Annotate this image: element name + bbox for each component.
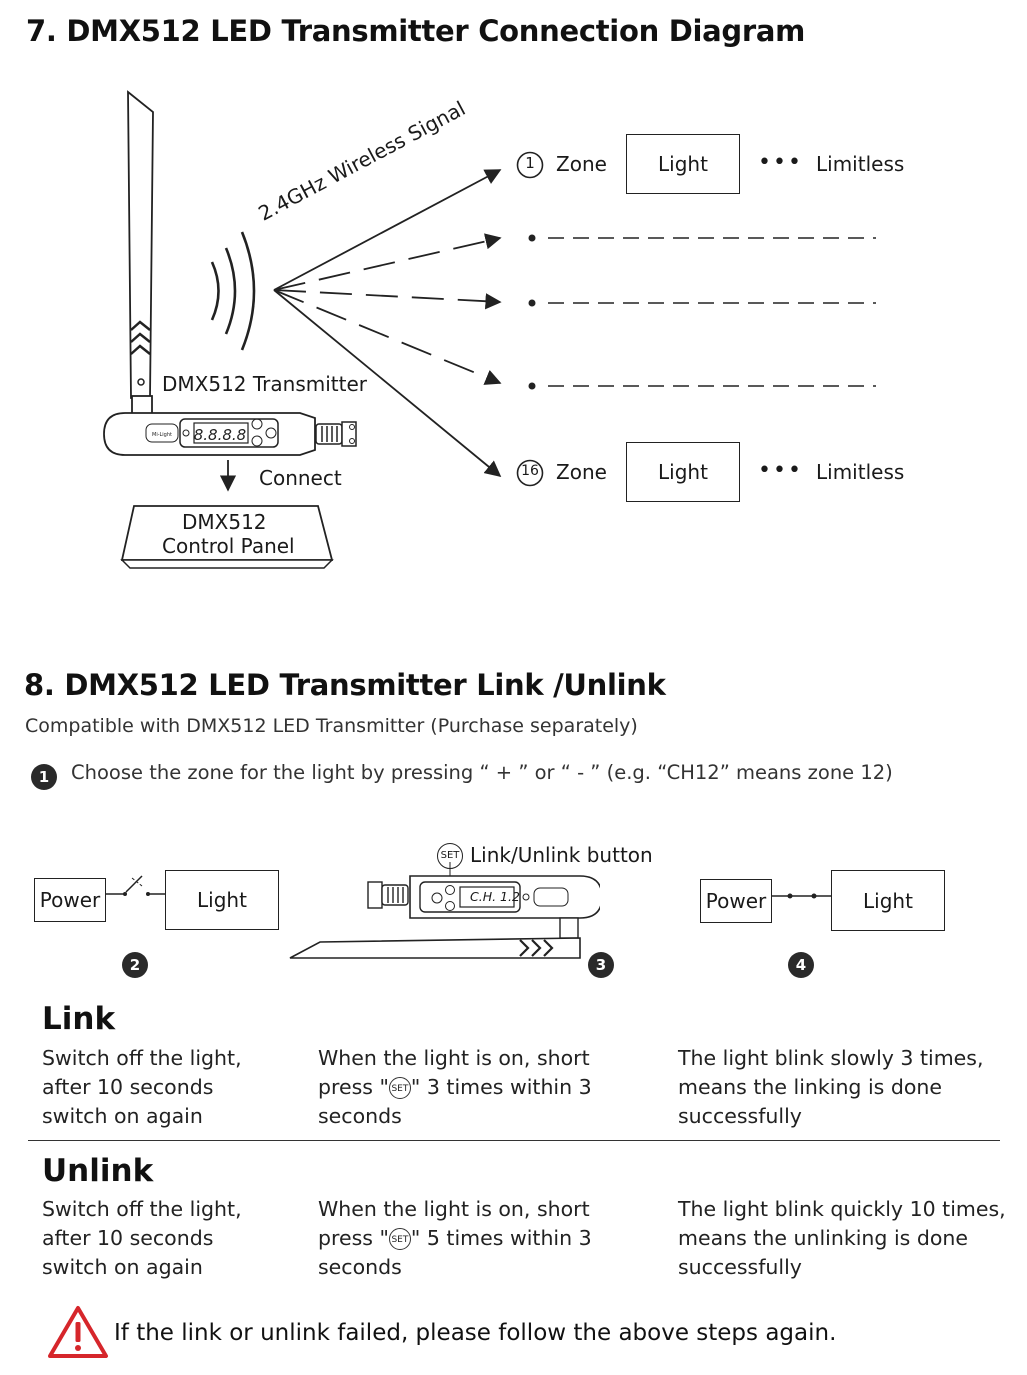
antenna-icon [127, 90, 154, 415]
link-col1-line1: Switch off the light, [42, 1046, 242, 1070]
unlink-col1-line1: Switch off the light, [42, 1197, 242, 1221]
unlink-col3-line2: means the unlinking is done [678, 1226, 969, 1250]
step-1-badge: 1 [31, 764, 57, 790]
step-4-light-label: Light [863, 888, 913, 913]
dmx-transmitter-icon: Mi-Light [103, 412, 357, 456]
unlink-col2-line2: press "SET" 5 times within 3 [318, 1224, 592, 1253]
link-col3-line1: The light blink slowly 3 times, [678, 1046, 984, 1070]
step-2-light-box: Light [165, 870, 279, 930]
step-2-badge: 2 [122, 952, 148, 978]
zone-1-dots: ••• [758, 150, 803, 175]
step-4-light-box: Light [831, 870, 945, 931]
link-press-suffix: " 3 times within 3 [410, 1075, 592, 1099]
control-panel-shape [120, 505, 334, 569]
section8-subtitle: Compatible with DMX512 LED Transmitter (… [25, 715, 638, 737]
link-col1: Switch off the light, after 10 seconds s… [42, 1044, 242, 1131]
link-col3-line2: means the linking is done [678, 1075, 943, 1099]
zone-16-label: Zone [556, 460, 607, 484]
unlink-col1: Switch off the light, after 10 seconds s… [42, 1195, 242, 1282]
link-unlink-button-label: Link/Unlink button [470, 843, 653, 867]
zone-16-dots: ••• [758, 458, 803, 483]
connect-label: Connect [259, 466, 342, 490]
closed-switch-icon [772, 893, 832, 899]
step-3-badge: 3 [588, 952, 614, 978]
step-4-power-box: Power [700, 879, 772, 923]
step-3-display-text: C.H. 1.2 [470, 889, 520, 904]
unlink-col2-line3: seconds [318, 1255, 402, 1279]
connection-diagram: Mi-Light 8.8.8.8 [103, 90, 876, 569]
zone-16-light-box: Light [626, 442, 740, 502]
unlink-col3-line1: The light blink quickly 10 times, [678, 1197, 1006, 1221]
zone-16-number: 16 [521, 463, 539, 479]
open-switch-icon [106, 875, 166, 896]
step-4-power-label: Power [705, 889, 767, 913]
link-heading: Link [42, 1001, 116, 1037]
zone-1-light-box: Light [626, 134, 740, 194]
transmitter-label: DMX512 Transmitter [162, 372, 367, 396]
zone-1-light-label: Light [658, 152, 708, 176]
divider [28, 1140, 1000, 1141]
link-col3-line3: successfully [678, 1104, 802, 1128]
unlink-col1-line3: switch on again [42, 1255, 203, 1279]
hidden-zones [528, 234, 876, 390]
zone-1-label: Zone [556, 152, 607, 176]
section7-title: 7. DMX512 LED Transmitter Connection Dia… [26, 14, 806, 48]
transmitter-display-digits: 8.8.8.8 [194, 426, 246, 444]
set-icon: SET [388, 1077, 411, 1099]
unlink-col3: The light blink quickly 10 times, means … [678, 1195, 1006, 1282]
zone-16-circle [516, 459, 544, 487]
set-button-icon-text: SET [440, 850, 460, 861]
link-col2-line1: When the light is on, short [318, 1046, 590, 1070]
zone-1-limitless: Limitless [816, 152, 905, 176]
unlink-press-suffix: " 5 times within 3 [410, 1226, 592, 1250]
unlink-col1-line2: after 10 seconds [42, 1226, 214, 1250]
svg-text:Mi-Light: Mi-Light [152, 432, 172, 438]
unlink-col2: When the light is on, short press "SET" … [318, 1195, 592, 1282]
unlink-col2-line1: When the light is on, short [318, 1197, 590, 1221]
link-col2: When the light is on, short press "SET" … [318, 1044, 592, 1131]
link-col2-line3: seconds [318, 1104, 402, 1128]
control-panel-line1: DMX512 [182, 510, 267, 534]
unlink-press-prefix: press " [318, 1226, 389, 1250]
step-1-text: Choose the zone for the light by pressin… [71, 761, 893, 784]
link-col2-line2: press "SET" 3 times within 3 [318, 1073, 592, 1102]
step-2-power-label: Power [39, 888, 101, 912]
signal-rays [273, 169, 502, 478]
step-4-badge: 4 [788, 952, 814, 978]
link-col1-line3: switch on again [42, 1104, 203, 1128]
transmitter-set-icon [289, 862, 600, 959]
step-2-light-label: Light [197, 888, 247, 912]
link-press-prefix: press " [318, 1075, 389, 1099]
link-col1-line2: after 10 seconds [42, 1075, 214, 1099]
zone-1-number: 1 [525, 154, 535, 172]
zone-16-light-label: Light [658, 460, 708, 484]
link-col3: The light blink slowly 3 times, means th… [678, 1044, 983, 1131]
zone-1-circle [516, 151, 544, 179]
wireless-waves-icon [210, 231, 256, 351]
unlink-heading: Unlink [42, 1153, 154, 1189]
unlink-col3-line3: successfully [678, 1255, 802, 1279]
warning-text: If the link or unlink failed, please fol… [114, 1320, 837, 1346]
zone-16-limitless: Limitless [816, 460, 905, 484]
section8-title: 8. DMX512 LED Transmitter Link /Unlink [24, 668, 666, 702]
set-icon: SET [388, 1228, 411, 1250]
control-panel-line2: Control Panel [162, 534, 295, 558]
step-2-power-box: Power [34, 878, 106, 922]
warning-triangle-icon [48, 1306, 108, 1358]
